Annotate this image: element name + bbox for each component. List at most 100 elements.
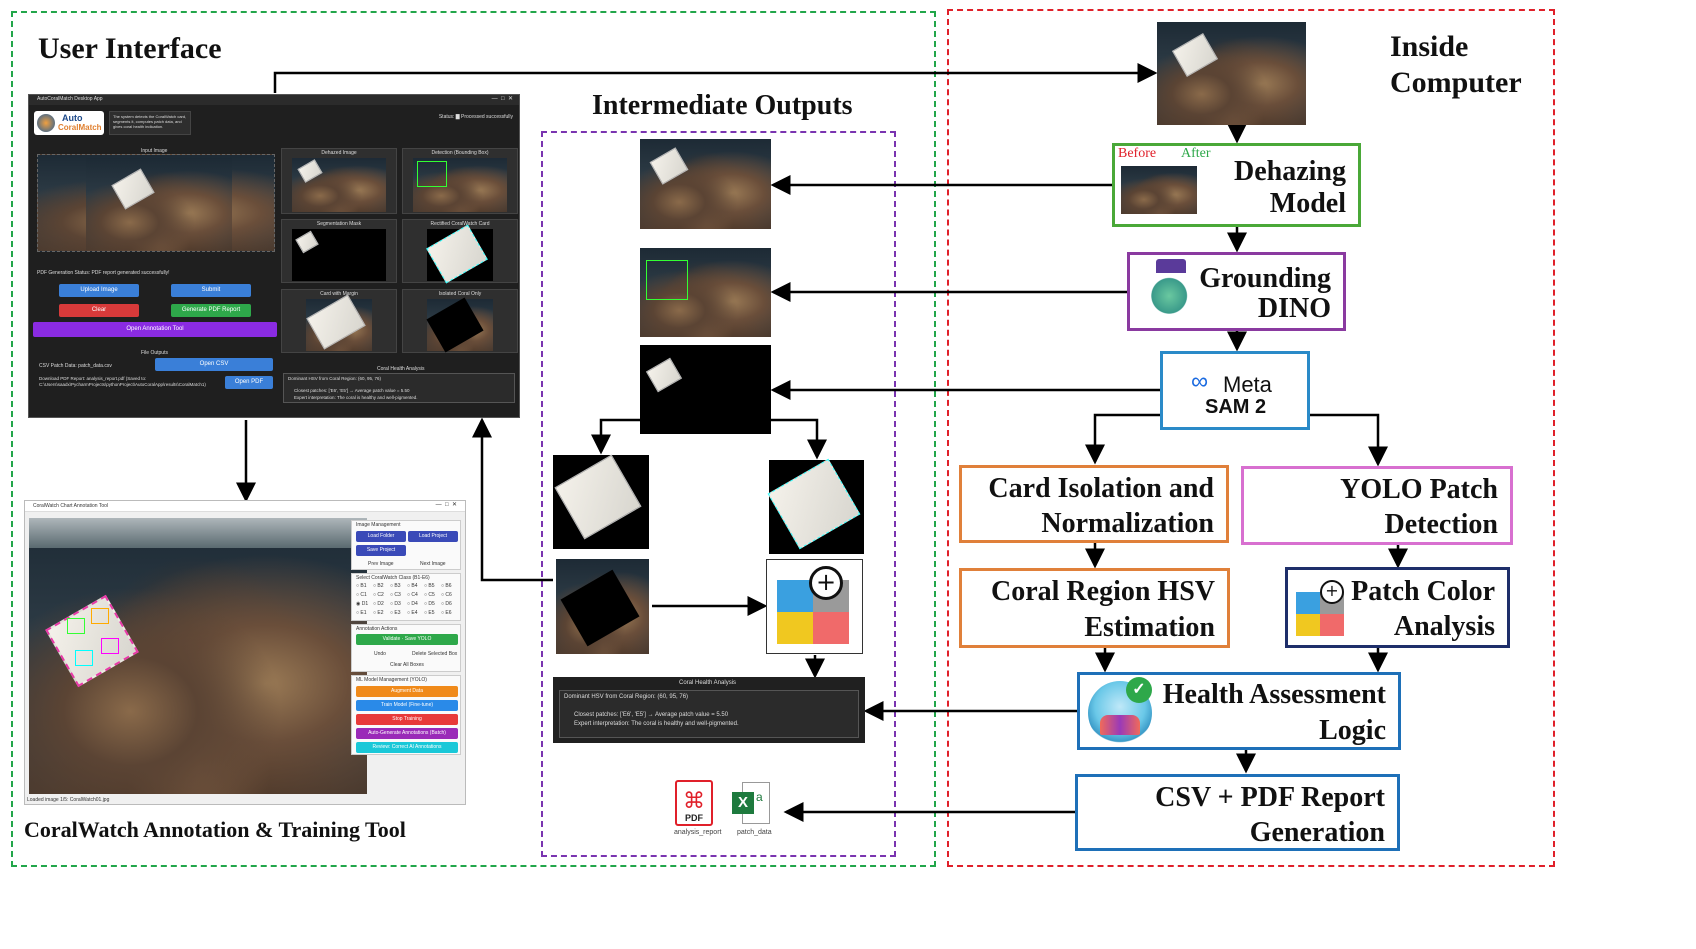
out-rectified-card (767, 458, 864, 554)
annot-image-canvas[interactable] (29, 518, 367, 794)
class-radio-b2[interactable]: ○ B2 (373, 583, 384, 589)
annot-titlebar: CoralWatch Chart Annotation Tool — □ ✕ (25, 501, 465, 512)
patch-color-box: + Patch Color Analysis (1285, 567, 1510, 648)
clear-boxes-button[interactable]: Clear All Boxes (390, 662, 424, 668)
class-radio-b1[interactable]: ○ B1 (356, 583, 367, 589)
pdf-file-icon[interactable]: ⌘ PDF (675, 780, 713, 826)
pdf-generation-status: PDF Generation Status: PDF report genera… (37, 270, 170, 276)
class-radio-grid[interactable]: ○ B1 ○ B2 ○ B3 ○ B4 ○ B5 ○ B6 ○ C1 ○ C2 ○ C3 ○ C4… (356, 583, 460, 621)
card-line1: Card Isolation and (988, 473, 1214, 504)
segmentation-panel: Segmentation Mask (281, 219, 397, 283)
next-image-button[interactable]: Next Image (420, 561, 446, 567)
class-radio-b4[interactable]: ○ B4 (407, 583, 418, 589)
class-radio-d6[interactable]: ○ D6 (441, 601, 452, 607)
class-radio-c4[interactable]: ○ C4 (407, 592, 418, 598)
open-pdf-button[interactable]: Open PDF (225, 376, 273, 389)
prev-image-button[interactable]: Prev Image (368, 561, 394, 567)
gdino-line2: DINO (1257, 293, 1331, 324)
inside-title-line2: Computer (1390, 66, 1522, 99)
load-project-button[interactable]: Load Project (408, 531, 458, 542)
annot-window-controls[interactable]: — □ ✕ (435, 502, 457, 508)
annotation-actions-group: Annotation Actions Validate · Save YOLO … (351, 624, 461, 672)
health-line2: Logic (1319, 715, 1386, 746)
save-project-button[interactable]: Save Project (356, 545, 406, 556)
annotation-tool-window: CoralWatch Chart Annotation Tool — □ ✕ I… (24, 500, 466, 805)
file-outputs-label: File Outputs (141, 350, 168, 356)
annotation-tool-caption: CoralWatch Annotation & Training Tool (24, 817, 406, 842)
inside-title-line1: Inside (1390, 30, 1469, 63)
class-radio-e3[interactable]: ○ E3 (390, 610, 401, 616)
logo-coral-icon (37, 114, 55, 132)
clear-button[interactable]: Clear (59, 304, 139, 317)
class-radio-e6[interactable]: ○ E6 (441, 610, 452, 616)
class-radio-b3[interactable]: ○ B3 (390, 583, 401, 589)
train-model-button[interactable]: Train Model (Fine-tune) (356, 700, 458, 711)
excel-file-icon[interactable]: X a (732, 782, 770, 826)
csv-patch-data-text: CSV Patch Data: patch_data.csv (39, 363, 112, 369)
stop-training-button[interactable]: Stop Training (356, 714, 458, 725)
review-annotations-button[interactable]: Review: Correct AI Annotations (356, 742, 458, 753)
load-folder-button[interactable]: Load Folder (356, 531, 406, 542)
magnifier-icon: + (809, 566, 843, 600)
out-health-patches: Closest patches: ['E6', 'E5'] → Average … (574, 712, 729, 718)
open-annotation-tool-button[interactable]: Open Annotation Tool (33, 322, 277, 337)
desktop-app-window: AutoCoralMatch Desktop App — □ ✕ Auto Co… (28, 94, 520, 418)
auto-generate-button[interactable]: Auto-Generate Annotations (Batch) (356, 728, 458, 739)
rectified-panel: Rectified CoralWatch Card (402, 219, 518, 284)
class-radio-d3[interactable]: ○ D3 (390, 601, 401, 607)
report-generation-box: CSV + PDF Report Generation (1075, 774, 1400, 851)
health-line1: Health Assessment (1162, 679, 1386, 710)
check-icon: ✓ (1126, 677, 1152, 703)
class-radio-e2[interactable]: ○ E2 (373, 610, 384, 616)
class-radio-e1[interactable]: ○ E1 (356, 610, 367, 616)
image-management-label: Image Management (356, 522, 401, 528)
open-csv-button[interactable]: Open CSV (155, 358, 273, 371)
out-card-margin (553, 454, 649, 549)
class-radio-c5[interactable]: ○ C5 (424, 592, 435, 598)
class-radio-b5[interactable]: ○ B5 (424, 583, 435, 589)
report-line2: Generation (1249, 817, 1385, 848)
out-detection-image (640, 248, 771, 337)
app-titlebar: AutoCoralMatch Desktop App — □ ✕ (29, 95, 519, 105)
class-radio-e5[interactable]: ○ E5 (424, 610, 435, 616)
intermediate-outputs-title: Intermediate Outputs (592, 90, 853, 121)
class-radio-c1[interactable]: ○ C1 (356, 592, 367, 598)
class-radio-c3[interactable]: ○ C3 (390, 592, 401, 598)
app-health-expert: Expert interpretation: The coral is heal… (294, 395, 418, 400)
app-description: The system detects the CoralWatch card, … (113, 114, 187, 129)
app-health-hsv: Dominant HSV from Coral Region: (60, 95,… (288, 376, 382, 381)
class-radio-d4[interactable]: ○ D4 (407, 601, 418, 607)
generate-pdf-button[interactable]: Generate PDF Report (171, 304, 251, 317)
upload-image-button[interactable]: Upload Image (59, 284, 139, 297)
pipeline-input-image (1157, 22, 1306, 125)
class-radio-b6[interactable]: ○ B6 (441, 583, 452, 589)
meta-line1: Meta (1223, 372, 1272, 397)
out-isolated-coral (556, 559, 649, 654)
delete-box-button[interactable]: Delete Selected Box (412, 651, 458, 657)
dehaze-before-label: Before (1118, 146, 1157, 161)
class-radio-d5[interactable]: ○ D5 (424, 601, 435, 607)
dehazed-panel: Dehazed Image (281, 148, 397, 214)
class-radio-d1[interactable]: ◉ D1 (356, 601, 369, 607)
submit-button[interactable]: Submit (171, 284, 251, 297)
validate-save-button[interactable]: Validate · Save YOLO (356, 634, 458, 645)
class-radio-e4[interactable]: ○ E4 (407, 610, 418, 616)
xls-icon-text: X (732, 792, 754, 814)
inside-computer-frame (947, 9, 1555, 867)
user-interface-title: User Interface (38, 32, 222, 65)
window-controls[interactable]: — □ ✕ (491, 96, 513, 102)
out-health-expert: Expert interpretation: The coral is heal… (574, 721, 739, 727)
annot-window-title: CoralWatch Chart Annotation Tool (33, 503, 109, 509)
app-health-patches: Closest patches: ['E6', 'E5'] → Average … (294, 388, 410, 393)
class-radio-c6[interactable]: ○ C6 (441, 592, 452, 598)
ml-management-group: ML Model Management (YOLO) Augment Data … (351, 675, 461, 755)
yolo-line1: YOLO Patch (1340, 474, 1498, 505)
undo-button[interactable]: Undo (374, 651, 386, 657)
augment-data-button[interactable]: Augment Data (356, 686, 458, 697)
dino-mascot-icon (1144, 265, 1200, 321)
out-health-hsv: Dominant HSV from Coral Region: (60, 95,… (564, 694, 689, 700)
class-radio-d2[interactable]: ○ D2 (373, 601, 384, 607)
download-pdf-text: Download PDF Report: analysis_report.pdf… (39, 376, 206, 387)
class-radio-c2[interactable]: ○ C2 (373, 592, 384, 598)
